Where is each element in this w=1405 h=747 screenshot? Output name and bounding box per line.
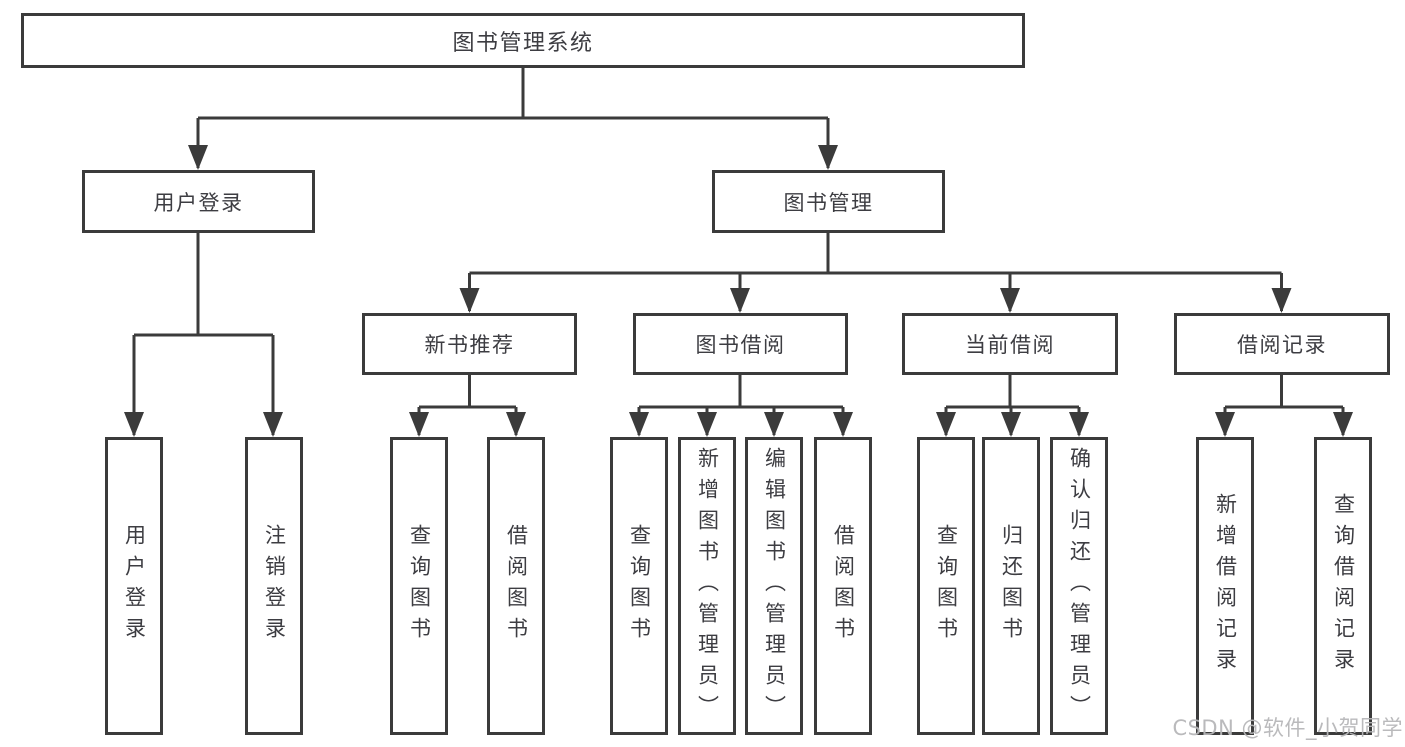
connector-borrow-record-children xyxy=(1223,375,1345,435)
arrow-down-icon xyxy=(409,412,429,437)
node-library-system-label: 图书管理系统 xyxy=(452,30,594,56)
leaf-query-books-recommend: 查询图书 xyxy=(390,437,448,735)
connector-book-mgmt-to-level3 xyxy=(468,233,1283,311)
arrow-down-icon xyxy=(833,412,853,437)
leaf-confirm-return-admin-label: 确认归还（管理员） xyxy=(1067,446,1092,726)
arrowhead-icons xyxy=(124,145,1353,437)
leaf-user-login: 用户登录 xyxy=(105,437,163,735)
node-book-management: 图书管理 xyxy=(712,170,945,233)
node-borrowing-records: 借阅记录 xyxy=(1174,313,1390,375)
leaf-borrow-books-recommend: 借阅图书 xyxy=(487,437,545,735)
arrow-down-icon xyxy=(124,412,144,437)
leaf-borrow-books-borrowing-label: 借阅图书 xyxy=(831,524,856,648)
arrow-down-icon xyxy=(697,412,717,437)
leaf-logout-login-label: 注销登录 xyxy=(262,524,287,648)
node-book-management-label: 图书管理 xyxy=(783,190,874,215)
leaf-query-books-borrowing-label: 查询图书 xyxy=(627,524,652,648)
node-library-system: 图书管理系统 xyxy=(21,13,1025,68)
connector-new-book-children xyxy=(417,375,518,435)
connector-root-to-level2 xyxy=(196,68,830,168)
leaf-borrow-books-recommend-label: 借阅图书 xyxy=(504,524,529,648)
arrow-down-icon xyxy=(1069,412,1089,437)
connector-book-borrow-children xyxy=(637,375,845,435)
leaf-query-books-current: 查询图书 xyxy=(917,437,975,735)
leaf-add-borrow-record: 新增借阅记录 xyxy=(1196,437,1254,735)
node-new-book-recommend: 新书推荐 xyxy=(362,313,577,375)
watermark: CSDN @软件_小贺同学 xyxy=(1172,716,1403,740)
node-book-borrowing-label: 图书借阅 xyxy=(695,333,786,357)
node-user-login: 用户登录 xyxy=(82,170,315,233)
arrow-down-icon xyxy=(764,412,784,437)
node-current-borrowing-label: 当前借阅 xyxy=(965,333,1055,357)
leaf-user-login-label: 用户登录 xyxy=(122,524,147,648)
leaf-query-books-current-label: 查询图书 xyxy=(934,524,959,648)
arrow-down-icon xyxy=(506,412,526,437)
node-current-borrowing: 当前借阅 xyxy=(902,313,1118,375)
node-new-book-recommend-label: 新书推荐 xyxy=(424,333,515,357)
leaf-return-books-label: 归还图书 xyxy=(999,524,1024,648)
leaf-query-books-recommend-label: 查询图书 xyxy=(407,524,432,648)
node-book-borrowing: 图书借阅 xyxy=(633,313,848,375)
arrow-down-icon xyxy=(188,145,208,170)
arrow-down-icon xyxy=(730,288,750,313)
leaf-add-book-admin-label: 新增图书（管理员） xyxy=(695,446,720,726)
leaf-return-books: 归还图书 xyxy=(982,437,1040,735)
leaf-logout-login: 注销登录 xyxy=(245,437,303,735)
leaf-add-book-admin: 新增图书（管理员） xyxy=(678,437,736,735)
arrow-down-icon xyxy=(936,412,956,437)
arrow-down-icon xyxy=(629,412,649,437)
arrow-down-icon xyxy=(1215,412,1235,437)
arrow-down-icon xyxy=(1000,288,1020,313)
arrow-down-icon xyxy=(263,412,283,437)
leaf-edit-book-admin: 编辑图书（管理员） xyxy=(745,437,803,735)
leaf-borrow-books-borrowing: 借阅图书 xyxy=(814,437,872,735)
leaf-edit-book-admin-label: 编辑图书（管理员） xyxy=(762,446,787,726)
leaf-confirm-return-admin: 确认归还（管理员） xyxy=(1050,437,1108,735)
leaf-query-borrow-record-label: 查询借阅记录 xyxy=(1331,493,1356,679)
leaf-query-books-borrowing: 查询图书 xyxy=(610,437,668,735)
arrow-down-icon xyxy=(1001,412,1021,437)
node-borrowing-records-label: 借阅记录 xyxy=(1237,333,1327,357)
leaf-add-borrow-record-label: 新增借阅记录 xyxy=(1213,493,1238,679)
leaf-query-borrow-record: 查询借阅记录 xyxy=(1314,437,1372,735)
arrow-down-icon xyxy=(1333,412,1353,437)
arrow-down-icon xyxy=(459,288,480,313)
node-user-login-label: 用户登录 xyxy=(153,190,244,215)
arrow-down-icon xyxy=(818,145,838,170)
connector-user-login-children xyxy=(132,233,275,435)
arrow-down-icon xyxy=(1271,288,1292,313)
